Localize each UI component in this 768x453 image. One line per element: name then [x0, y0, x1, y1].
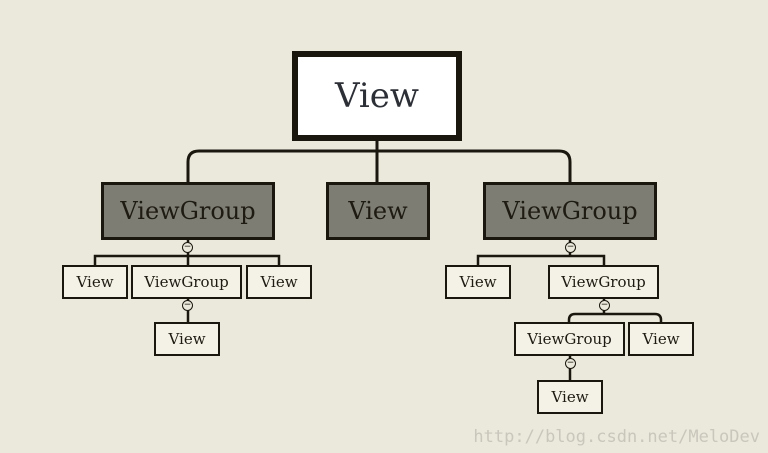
left-grandchild-view-node[interactable]: View — [154, 322, 220, 356]
root-view-node[interactable]: View — [292, 51, 462, 141]
right-grandchild-view-node[interactable]: View — [628, 322, 694, 356]
watermark-text: http://blog.csdn.net/MeloDev — [473, 427, 760, 447]
collapse-icon[interactable]: − — [599, 300, 610, 311]
collapse-icon[interactable]: − — [565, 358, 576, 369]
collapse-icon[interactable]: − — [182, 300, 193, 311]
left-child-view-node[interactable]: View — [62, 265, 128, 299]
right-child-viewgroup-node[interactable]: ViewGroup — [548, 265, 659, 299]
collapse-icon[interactable]: − — [565, 242, 576, 253]
right-great-grandchild-view-node[interactable]: View — [537, 380, 603, 414]
right-grandchild-viewgroup-node[interactable]: ViewGroup — [514, 322, 625, 356]
left-child-viewgroup-node[interactable]: ViewGroup — [131, 265, 242, 299]
left-child-view-node[interactable]: View — [246, 265, 312, 299]
center-view-node[interactable]: View — [326, 182, 430, 240]
collapse-icon[interactable]: − — [182, 242, 193, 253]
right-viewgroup-node[interactable]: ViewGroup — [483, 182, 657, 240]
right-child-view-node[interactable]: View — [445, 265, 511, 299]
left-viewgroup-node[interactable]: ViewGroup — [101, 182, 275, 240]
